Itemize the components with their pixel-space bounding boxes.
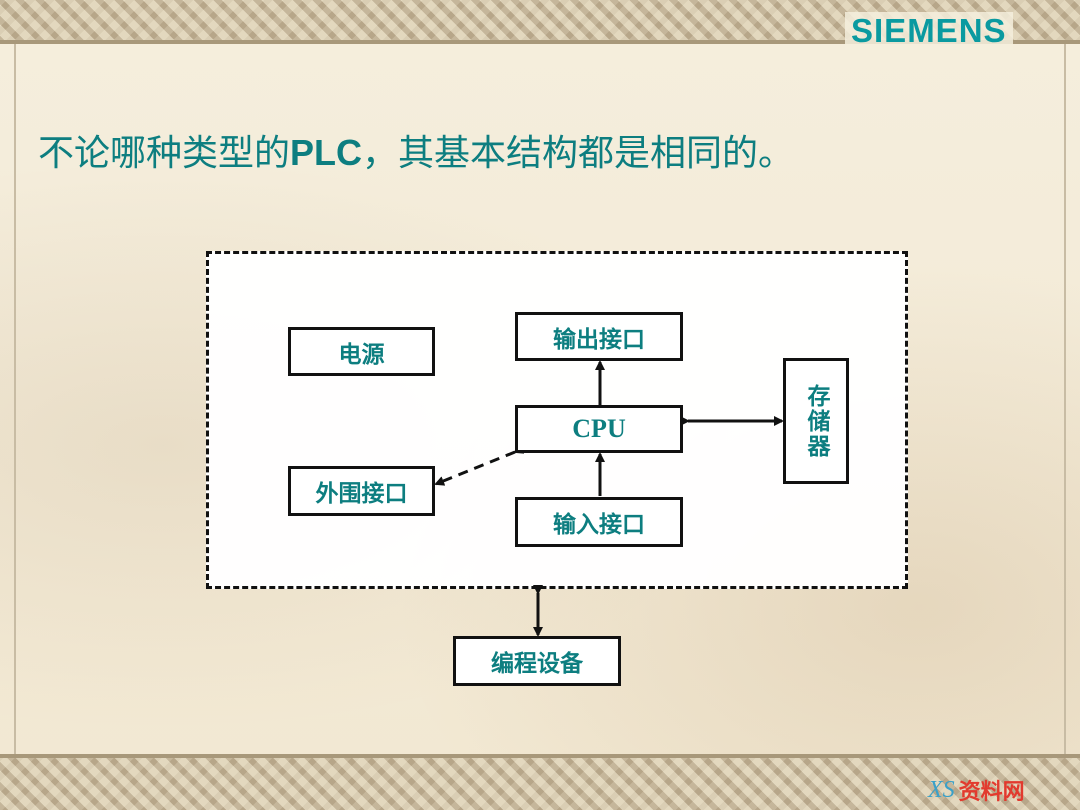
power-supply-box: 电源 bbox=[288, 327, 435, 376]
watermark: XS 资料网 bbox=[928, 772, 1076, 808]
slide-title: 不论哪种类型的PLC，其基本结构都是相同的。 bbox=[38, 124, 794, 176]
arrow-cpu-peripheral bbox=[434, 444, 525, 486]
programming-device-box: 编程设备 bbox=[453, 636, 621, 686]
left-rule bbox=[14, 44, 16, 754]
title-text-part-1: 不论哪种类型的 bbox=[38, 133, 291, 174]
watermark-logo-icon: XS bbox=[928, 776, 955, 803]
title-plc: PLC bbox=[290, 132, 363, 173]
siemens-logo: SIEMENS bbox=[845, 12, 1013, 50]
title-text-part-2: ，其基本结构都是相同的。 bbox=[362, 133, 795, 174]
cpu-box: CPU bbox=[515, 405, 683, 453]
memory-box: 存储器 bbox=[783, 358, 849, 484]
watermark-text: 资料网 bbox=[958, 780, 1025, 805]
input-interface-box: 输入接口 bbox=[515, 497, 683, 547]
right-rule bbox=[1064, 44, 1066, 754]
bottom-decorative-border bbox=[0, 754, 1080, 810]
output-interface-box: 输出接口 bbox=[515, 312, 683, 361]
peripheral-interface-box: 外围接口 bbox=[288, 466, 435, 516]
